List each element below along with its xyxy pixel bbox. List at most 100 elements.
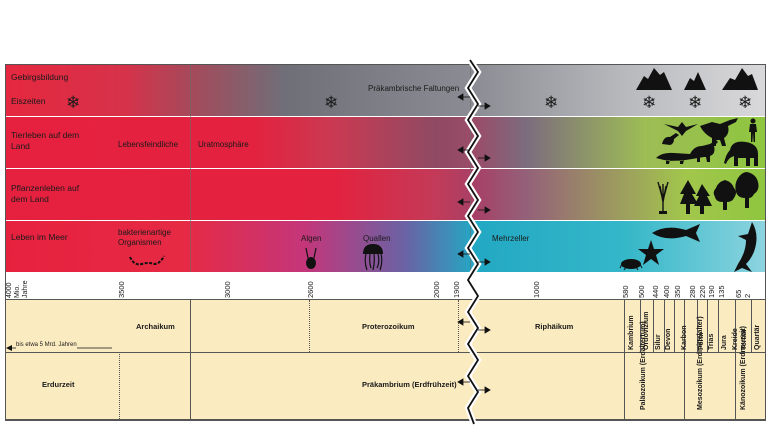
row-label-land-plants: Pflanzenleben auf dem Land	[11, 183, 80, 204]
break-arrow-icon	[457, 58, 491, 426]
snowflake-icon: ❄	[688, 93, 703, 112]
trilobite-icon	[619, 259, 643, 271]
era-kanozoikum: Känozoikum (Erdneuzeit)	[740, 325, 747, 410]
human-icon	[749, 118, 757, 142]
period-boundary	[653, 300, 654, 352]
era-boundary-line	[470, 64, 471, 272]
tick-label-4000: 4000	[6, 282, 13, 298]
tick-label-190: 190	[707, 285, 716, 298]
dotted-boundary	[458, 300, 459, 352]
dotted-boundary	[309, 300, 310, 352]
period-quartar: Quartär	[754, 324, 761, 350]
frame-bottom-line	[5, 419, 765, 420]
algae-note: Algen	[301, 234, 322, 243]
starfish-icon	[638, 240, 664, 265]
tick-label-135: 135	[717, 285, 726, 298]
mountain-icon	[636, 68, 672, 90]
jellyfish-note: Quallen	[363, 234, 391, 243]
snowflake-icon: ❄	[324, 93, 339, 112]
row-label-land-animals: Tierleben auf dem Land	[11, 130, 80, 151]
row-label-mountain-building: Gebirgsbildung	[11, 72, 69, 82]
bacteria-icon	[129, 255, 165, 266]
tick-label-65: 65	[734, 289, 743, 298]
geology-band	[5, 64, 765, 116]
tick-label-400: 400	[662, 285, 671, 298]
tick-label-350: 350	[673, 285, 682, 298]
crocodile-icon	[656, 152, 704, 164]
tick-label-3500: 3500	[117, 281, 126, 298]
tick-label-440: 440	[651, 285, 660, 298]
scale-bottom-line	[5, 299, 765, 300]
row-label-sea-life: Leben im Meer	[11, 232, 68, 242]
period-boundary	[751, 300, 752, 352]
multicellular-note: Mehrzeller	[492, 234, 530, 243]
period-karbon: Karbon	[681, 325, 688, 351]
period-boundary	[697, 300, 698, 352]
tick-label-1000: 1000	[532, 281, 541, 298]
period-devon: Devon	[665, 328, 672, 350]
period-boundary	[664, 300, 665, 352]
era-row-divider	[5, 352, 765, 353]
era-palaozoikum: Paläozoikum (Erdaltertum)	[640, 321, 647, 410]
precambrian-folding-note: Präkambrische Faltungen	[368, 84, 460, 93]
period-jura: Jura	[721, 335, 728, 350]
period-boundary	[674, 300, 675, 352]
band-divider	[5, 168, 765, 169]
era-riphaikum: Riphäikum	[535, 322, 574, 331]
tick-label-3000: 3000	[223, 281, 232, 298]
row-label-ice-ages: Eiszeiten	[11, 96, 46, 106]
land-plants-band	[5, 168, 765, 220]
period-kreide: Kreide	[732, 328, 739, 350]
tree-icon	[735, 172, 759, 208]
dotted-boundary	[119, 352, 120, 419]
snowflake-icon: ❄	[642, 93, 657, 112]
era-boundary-line	[190, 64, 191, 272]
period-boundary	[718, 300, 719, 352]
scale-unit-jahre: Jahre	[22, 280, 29, 298]
dinosaur-icon	[690, 140, 718, 162]
dolphin-icon	[734, 222, 757, 272]
time-scale-band	[5, 272, 765, 300]
fern-icon	[657, 181, 669, 214]
snowflake-icon: ❄	[544, 93, 559, 112]
pterosaur-icon	[664, 122, 698, 136]
period-trias: Trias	[708, 333, 715, 350]
tick-label-500: 500	[637, 285, 646, 298]
tick-label-220: 220	[698, 285, 707, 298]
period-boundary	[640, 300, 641, 352]
era-proterozoikum: Proterozoikum	[362, 322, 415, 331]
tick-label-2: 2	[743, 293, 752, 298]
paleozoic-mesozoic-boundary	[684, 300, 685, 420]
era-mesozoikum: Mesozoikum (Erdmittelalter)	[697, 316, 704, 410]
five-billion-note: bis etwa 5 Mrd. Jahren	[16, 342, 77, 349]
period-boundary	[707, 300, 708, 352]
archaikum-boundary	[190, 300, 191, 420]
mountain-icon	[684, 72, 706, 90]
fish-icon	[652, 224, 700, 242]
eon-row	[5, 352, 765, 420]
jellyfish-icon	[363, 244, 383, 271]
tick-label-280: 280	[688, 285, 697, 298]
algae-icon	[305, 247, 317, 269]
mammoth-icon	[724, 141, 758, 166]
eon-erdurzeit: Erdurzeit	[42, 380, 75, 389]
bacteria-note: bakterienartige Organismen	[118, 228, 171, 247]
era-archaikum: Archaikum	[136, 322, 175, 331]
band-divider	[5, 220, 765, 221]
snowflake-icon: ❄	[738, 93, 753, 112]
phanerozoic-boundary	[624, 300, 625, 420]
primordial-atmosphere-note: Uratmosphäre	[198, 140, 249, 149]
band-divider	[5, 116, 765, 117]
scale-unit-mio: Mio.	[14, 284, 21, 298]
tree-icon	[713, 180, 736, 210]
land-animals-band	[5, 116, 765, 168]
mountain-icon	[722, 68, 758, 90]
era-row	[5, 300, 765, 352]
hostile-note: Lebensfeindliche	[118, 140, 179, 149]
eon-prakambrium: Präkambrium (Erdfrühzeit)	[362, 380, 457, 389]
dinosaur-icon	[662, 133, 679, 145]
mesozoic-cenozoic-boundary	[735, 300, 736, 420]
period-kambrium: Kambrium	[628, 315, 635, 350]
tick-label-2600: 2600	[306, 281, 315, 298]
period-silur: Silur	[655, 334, 662, 350]
